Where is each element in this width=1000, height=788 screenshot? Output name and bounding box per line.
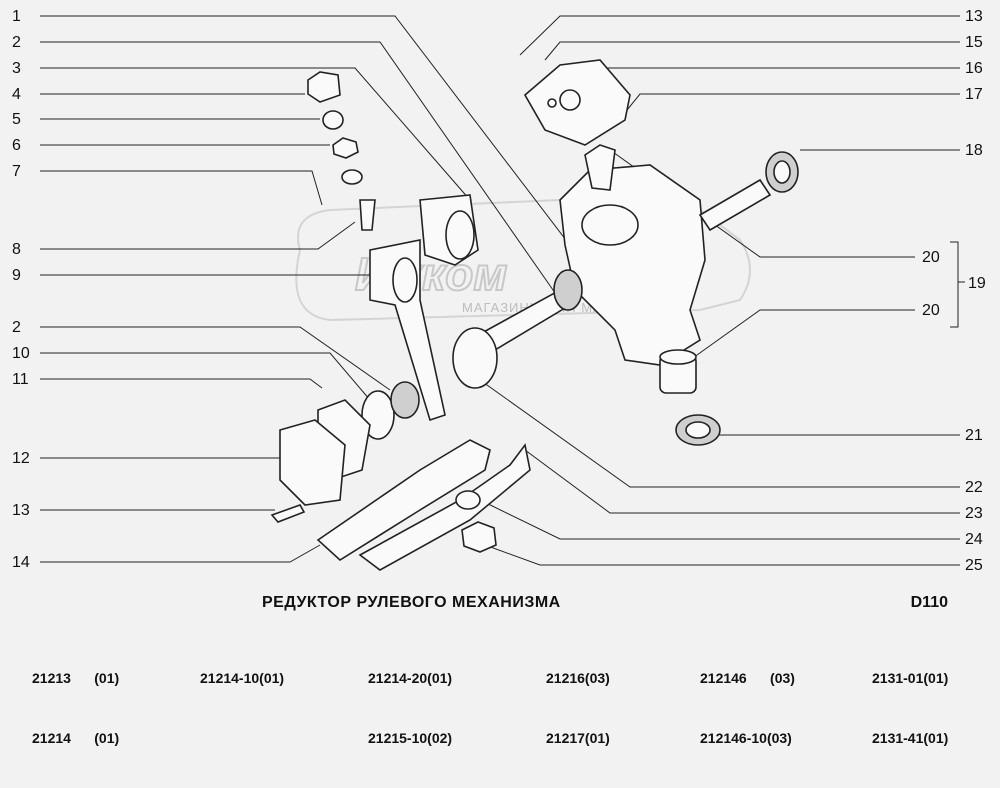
sector-shaft (369, 239, 446, 422)
callout-label: 15 (965, 34, 983, 51)
callout-label: 2 (12, 34, 21, 51)
model-cell: 212146 (03) 212146-10(03) (700, 628, 795, 788)
steering-gear-parts (270, 59, 799, 571)
pitman-arm (316, 439, 491, 561)
lock-washer-6 (332, 137, 359, 159)
callout-label: 6 (12, 137, 21, 154)
callout-label: 8 (12, 241, 21, 258)
callout-label: 13 (965, 8, 983, 25)
cap-4 (307, 71, 341, 103)
callouts-left: 1 2 3 4 5 6 7 8 9 2 10 11 12 13 14 (12, 8, 30, 571)
model-line: 2131-41(01) (872, 730, 949, 746)
model-list: 21213 (01) 21214 (01) 21214-10(01) 21214… (0, 628, 1000, 746)
parts-diagram: Ижком МАГАЗИНЫ ДЛЯ МАШИНЫ (12, 8, 986, 574)
callout-label: 11 (12, 371, 29, 388)
callout-label: 4 (12, 86, 21, 103)
washer-24 (455, 490, 481, 510)
model-line: 21215-10(02) (368, 730, 453, 746)
callout-label: 23 (965, 505, 983, 522)
callout-label: 10 (12, 345, 30, 362)
model-line: 212146-10(03) (700, 730, 792, 746)
bearing-upper (553, 269, 583, 311)
washer-7 (341, 169, 363, 185)
gear-housing (559, 164, 706, 366)
callout-label: 12 (12, 450, 30, 467)
callout-label: 16 (965, 60, 983, 77)
model-line: 212146 (03) (700, 670, 795, 686)
callout-label: 13 (12, 502, 30, 519)
model-cell: 21214-20(01) 21215-10(02) (368, 628, 452, 788)
callout-label: 20 (922, 302, 940, 319)
housing-sleeve (584, 144, 616, 191)
model-line: 2131-01(01) (872, 670, 949, 686)
callout-label: 22 (965, 479, 983, 496)
diagram-title: РЕДУКТОР РУЛЕВОГО МЕХАНИЗМА (262, 594, 561, 611)
worm (452, 327, 498, 389)
callout-label: 3 (12, 60, 21, 77)
callout-label: 2 (12, 319, 21, 336)
callout-label: 17 (965, 86, 983, 103)
callout-label: 1 (12, 8, 21, 25)
callout-label: 24 (965, 531, 983, 548)
callout-label: 14 (12, 554, 30, 571)
callout-label: 20 (922, 249, 940, 266)
model-line: 21214-10(01) (200, 670, 285, 686)
cover-12 (279, 419, 346, 506)
model-cell: 21213 (01) 21214 (01) (32, 628, 119, 788)
callout-label: 5 (12, 111, 21, 128)
leader-lines-left (40, 15, 586, 563)
model-cell: 21214-10(01) (200, 628, 284, 768)
model-cell: 21216(03) 21217(01) (546, 628, 610, 788)
diagram-code: D110 (910, 594, 948, 611)
callout-label: 7 (12, 163, 21, 180)
model-line: 21213 (01) (32, 670, 120, 686)
callout-label: 21 (965, 427, 983, 444)
adjust-screw-8 (359, 199, 376, 231)
callout-label: 9 (12, 267, 21, 284)
model-line: 21217(01) (546, 730, 610, 746)
nut-25 (461, 521, 497, 553)
model-cell: 2131-01(01) 2131-41(01) (872, 628, 948, 788)
callout-label: 19 (968, 275, 986, 292)
nut-5 (322, 110, 344, 130)
callout-label: 25 (965, 557, 983, 574)
model-line: 21214-20(01) (368, 670, 453, 686)
callouts-right: 13 15 16 17 18 20 19 20 21 22 23 24 25 (922, 8, 986, 574)
output-shaft (698, 178, 772, 232)
bolt-13 (270, 504, 306, 523)
model-line: 21216(03) (546, 670, 610, 686)
callout-label: 18 (965, 142, 983, 159)
model-line: 21214 (01) (32, 730, 120, 746)
